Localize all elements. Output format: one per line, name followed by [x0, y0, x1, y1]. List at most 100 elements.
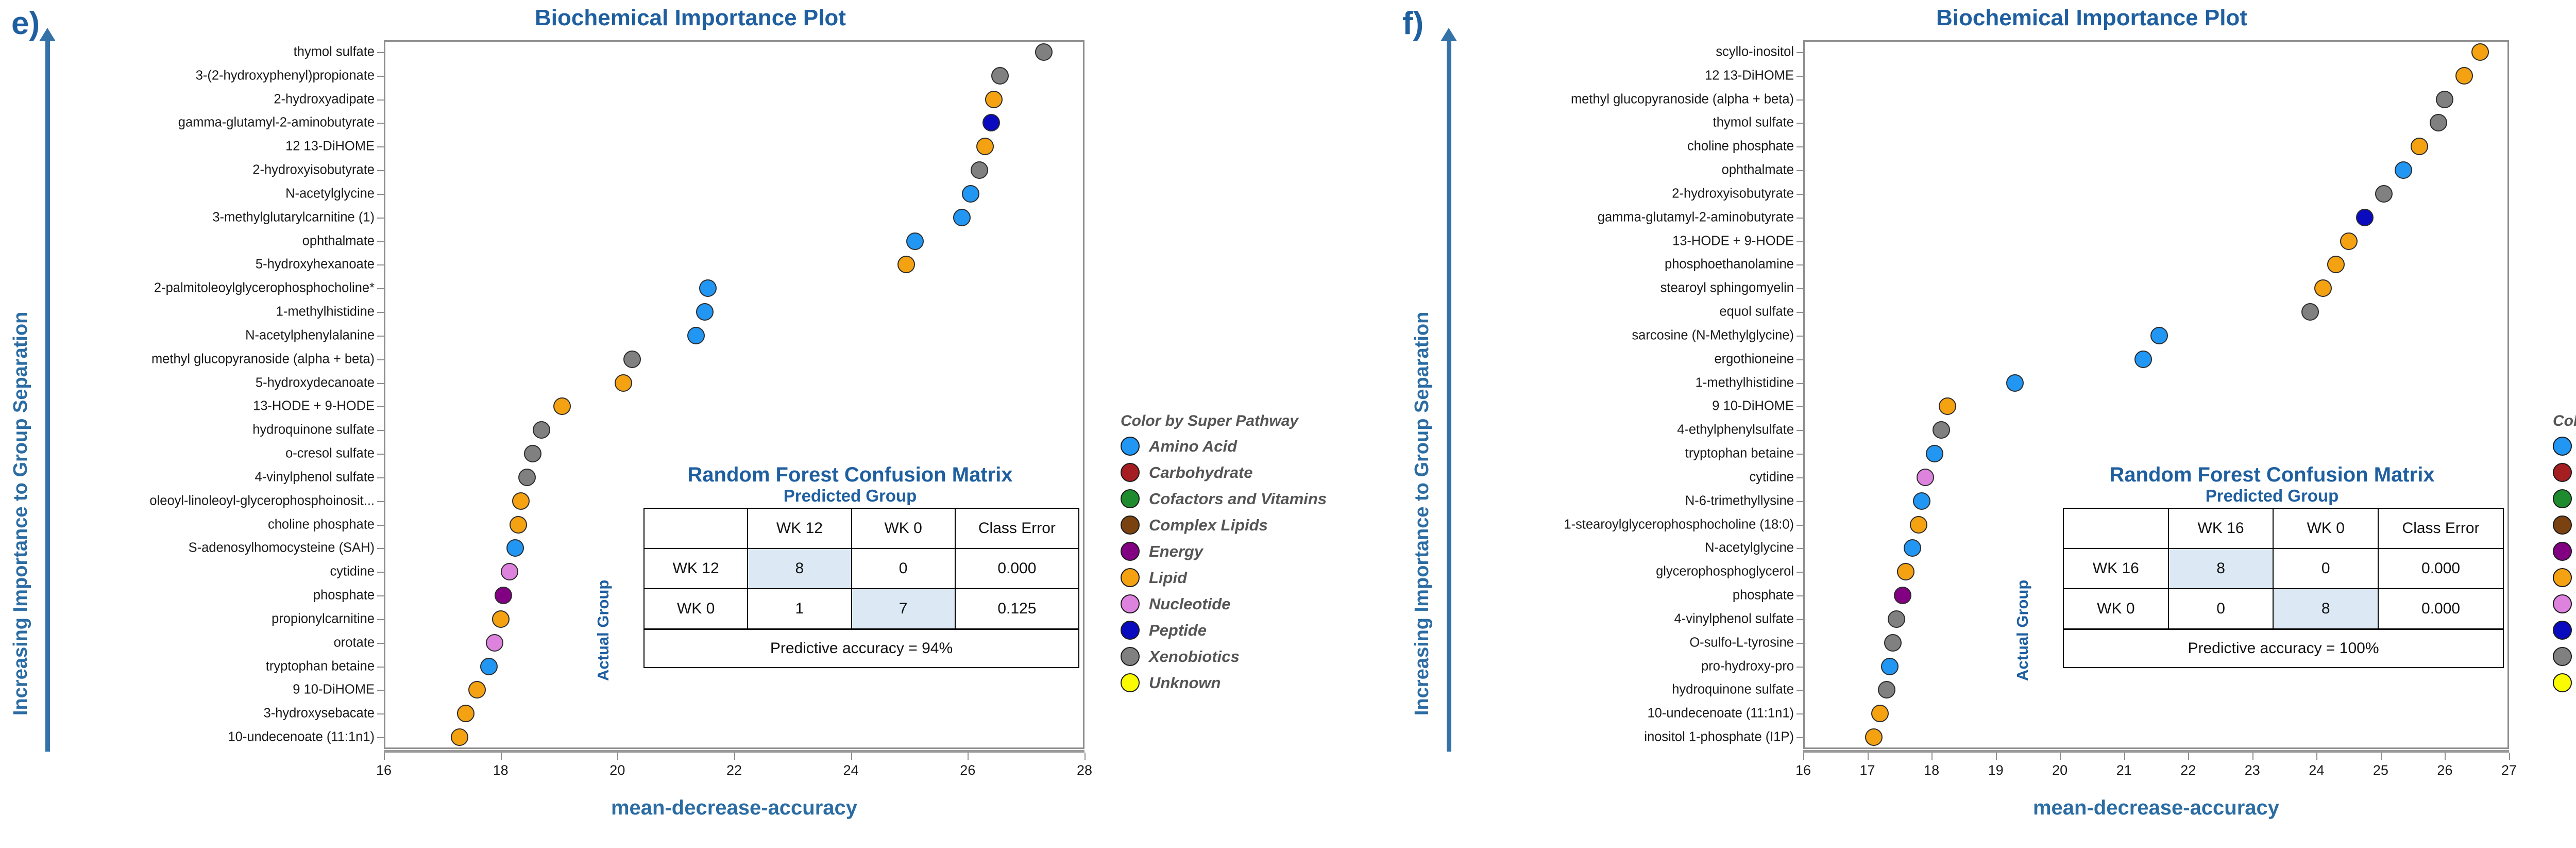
legend-swatch-icon: [2553, 542, 2572, 561]
y-axis-tick: [1797, 335, 1803, 337]
y-axis-tick: [1797, 548, 1803, 550]
legend-swatch-icon: [1121, 463, 1140, 482]
y-axis-tick: [1797, 123, 1803, 124]
x-axis-tick-label: 21: [2116, 762, 2132, 778]
legend-item[interactable]: Lipid: [1121, 564, 1327, 591]
y-axis-tick: [377, 477, 384, 478]
legend-swatch-icon: [1121, 568, 1140, 587]
data-point: [1903, 539, 1921, 557]
legend-item[interactable]: Nucleotide: [2553, 591, 2576, 617]
data-point: [696, 303, 714, 321]
column-header: WK 12: [747, 508, 852, 550]
table-cell: 7: [851, 588, 956, 630]
x-axis-tick-label: 20: [2052, 762, 2068, 778]
data-point: [468, 681, 486, 699]
data-point: [533, 421, 550, 439]
category-label: hydroquinone sulfate: [252, 422, 375, 437]
category-label: 10-undecenoate (11:1n1): [1647, 706, 1794, 721]
legend-item[interactable]: Xenobiotics: [1121, 643, 1327, 670]
legend-item[interactable]: Energy: [1121, 538, 1327, 564]
x-axis-tick: [384, 753, 385, 760]
legend-item[interactable]: Amino Acid: [1121, 433, 1327, 459]
y-axis-tick: [1797, 642, 1803, 644]
legend-item[interactable]: Xenobiotics: [2553, 643, 2576, 670]
y-axis-tick: [377, 666, 384, 668]
table-cell: 0.000: [954, 548, 1080, 590]
legend-swatch-icon: [1121, 647, 1140, 666]
x-axis-tick-label: 28: [1076, 762, 1093, 778]
data-point: [906, 232, 924, 250]
data-point: [991, 66, 1009, 85]
data-point: [524, 445, 541, 463]
y-axis-tick: [377, 241, 384, 242]
y-axis-tick: [1797, 241, 1803, 242]
data-point: [2430, 114, 2447, 132]
y-axis-tick: [1797, 477, 1803, 478]
category-label: hydroquinone sulfate: [1672, 682, 1794, 697]
legend-item[interactable]: Cofactors and Vitamins: [1121, 486, 1327, 512]
data-point: [1916, 468, 1934, 486]
legend-item[interactable]: Energy: [2553, 538, 2576, 564]
data-point: [1884, 634, 1902, 652]
table-cell: 0.125: [954, 588, 1080, 630]
cm-row-axis-label-f: Actual Group: [2013, 579, 2031, 681]
x-axis-tick-label: 24: [2309, 762, 2325, 778]
y-axis-tick: [1797, 217, 1803, 219]
data-point: [623, 350, 641, 368]
y-axis-tick: [1797, 737, 1803, 739]
y-axis-tick: [377, 737, 384, 739]
category-label: 13-HODE + 9-HODE: [253, 398, 375, 413]
y-axis-tick: [377, 146, 384, 148]
legend-item[interactable]: Cofactors and Vitamins: [2553, 486, 2576, 512]
data-point: [2375, 185, 2393, 203]
legend-item[interactable]: Nucleotide: [1121, 591, 1327, 617]
data-point: [985, 90, 1003, 108]
cm-title-e: Random Forest Confusion Matrix: [687, 463, 1013, 486]
category-label: scyllo-inositol: [1716, 44, 1794, 59]
category-label: ergothioneine: [1714, 352, 1794, 367]
y-axis-tick: [377, 52, 384, 53]
y-axis-tick: [377, 524, 384, 526]
category-label: methyl glucopyranoside (alpha + beta): [151, 352, 375, 367]
category-label: ophthalmate: [302, 234, 375, 248]
data-point: [1871, 705, 1889, 723]
legend-item[interactable]: Complex Lipids: [2553, 512, 2576, 538]
accuracy-row: Predictive accuracy = 100%: [2063, 628, 2504, 669]
category-label: gamma-glutamyl-2-aminobutyrate: [178, 115, 375, 130]
data-point: [699, 279, 717, 297]
legend-item[interactable]: Unknown: [2553, 670, 2576, 696]
legend-item[interactable]: Unknown: [1121, 670, 1327, 696]
y-axis-tick: [1797, 99, 1803, 101]
table-cell: 1: [747, 588, 852, 630]
legend-swatch-icon: [2553, 516, 2572, 535]
x-axis-tick: [500, 753, 502, 760]
data-point: [2314, 279, 2332, 297]
y-axis-tick: [377, 572, 384, 573]
y-axis-tick: [377, 359, 384, 360]
table-cell: 8: [747, 548, 852, 590]
x-axis-tick: [1084, 753, 1086, 760]
data-point: [897, 256, 916, 274]
category-label: 9 10-DiHOME: [293, 682, 375, 697]
category-label: choline phosphate: [1687, 139, 1794, 154]
category-label: tryptophan betaine: [265, 659, 375, 674]
data-point: [1932, 421, 1950, 439]
legend-item[interactable]: Lipid: [2553, 564, 2576, 591]
x-axis-tick: [2188, 753, 2190, 760]
legend-item[interactable]: Peptide: [2553, 617, 2576, 643]
x-axis-tick: [2124, 753, 2125, 760]
y-axis-tick: [1797, 312, 1803, 313]
legend-item[interactable]: Complex Lipids: [1121, 512, 1327, 538]
y-axis-tick: [377, 193, 384, 195]
legend-item[interactable]: Peptide: [1121, 617, 1327, 643]
y-axis-tick: [377, 430, 384, 431]
x-axis-title-e: mean-decrease-accuracy: [611, 796, 858, 819]
category-label: cytidine: [1749, 470, 1794, 485]
legend-item[interactable]: Carbohydrate: [1121, 459, 1327, 486]
data-point: [486, 634, 504, 652]
legend-item[interactable]: Carbohydrate: [2553, 459, 2576, 486]
legend-item[interactable]: Amino Acid: [2553, 433, 2576, 459]
y-axis-tick: [377, 619, 384, 620]
